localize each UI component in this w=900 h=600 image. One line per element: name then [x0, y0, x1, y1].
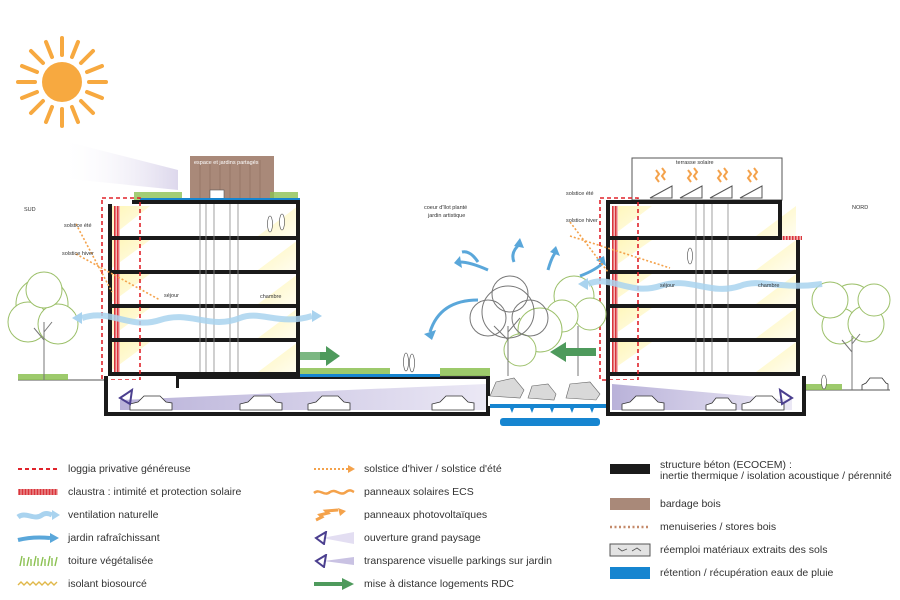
ventilation-wave-light-blue-icon	[16, 510, 60, 520]
rainwater-retention-blue-icon	[610, 567, 650, 579]
winter-solstice-label-right: solstice hiver	[566, 218, 598, 224]
wide-view-opening-icon	[314, 531, 354, 545]
left-building	[101, 156, 300, 381]
legend-label: bardage bois	[660, 497, 721, 510]
legend-label: ouverture grand paysage	[364, 531, 481, 544]
summer-solstice-label-right: solstice été	[566, 191, 594, 197]
living-label-left: séjour	[164, 293, 179, 299]
winter-solstice-label-left: solstice hiver	[62, 251, 94, 257]
solar-panels	[649, 185, 763, 199]
bedroom-label-right: chambre	[758, 283, 780, 289]
legend-label: mise à distance logements RDC	[364, 577, 514, 590]
concrete-structure-black-icon	[610, 464, 650, 474]
legend-label: loggia privative généreuse	[68, 462, 191, 475]
legend-item-wood-cladding: bardage bois	[608, 495, 721, 513]
wood-cladding-brown-icon	[610, 498, 650, 510]
north-label: NORD	[852, 205, 869, 211]
legend-label: isolant biosourcé	[68, 577, 147, 590]
legend-label: solstice d'hiver / solstice d'été	[364, 462, 502, 475]
wood-joinery-dotted-icon	[610, 525, 650, 529]
photovoltaic-arrow-icon	[315, 508, 346, 522]
claustra-right	[612, 206, 618, 372]
parking-transparency-icon	[314, 554, 354, 568]
section-svg	[7, 36, 891, 426]
solstice-arrows	[75, 221, 671, 301]
south-label: SUD	[24, 207, 36, 213]
legend-label: réemploi matériaux extraits des sols	[660, 543, 828, 556]
legend-label-line2: inertie thermique / isolation acoustique…	[660, 470, 892, 482]
legend-label: structure béton (ECOCEM) :	[660, 459, 792, 471]
loggia-dashed-red-icon	[18, 468, 58, 470]
legend-label: panneaux solaires ECS	[364, 485, 474, 498]
sun-icon	[16, 36, 108, 128]
solar-panel-ecs-wave-icon	[313, 489, 355, 495]
legend-label: toiture végétalisée	[68, 554, 154, 567]
cooling-arrow-blue-icon	[17, 533, 59, 543]
legend-item-parking-transparency: transparence visuelle parkings sur jardi…	[312, 552, 552, 570]
bedroom-label-left: chambre	[260, 294, 282, 300]
green-roof-grass-icon	[19, 555, 58, 567]
legend-label: menuiseries / stores bois	[660, 520, 777, 533]
building-section-diagram: SUD NORD espace et jardins partagés terr…	[7, 36, 891, 426]
legend-item-ground-floor-distance: mise à distance logements RDC	[312, 575, 514, 593]
rainwater-basin	[500, 408, 600, 426]
summer-solstice-label-left: solstice été	[64, 223, 92, 229]
legend-item-loggia: loggia privative généreuse	[16, 460, 191, 478]
legend-label: claustra : intimité et protection solair…	[68, 485, 242, 498]
claustra-left	[114, 206, 120, 372]
reused-soil-rocks	[489, 377, 601, 401]
legend-item-cooling-garden: jardin rafraîchissant	[16, 529, 160, 547]
solstice-dotted-arrow-icon	[314, 465, 355, 473]
claustra-red-band-icon	[18, 489, 58, 495]
underground-parking	[18, 375, 890, 426]
green-double-arrow-icon	[314, 578, 354, 590]
legend-label: rétention / récupération eaux de pluie	[660, 566, 834, 579]
right-building	[599, 157, 802, 381]
legend-item-green-roof: toiture végétalisée	[16, 552, 153, 570]
legend-item-biosourced-insulation: isolant biosourcé	[16, 575, 147, 593]
legend-item-claustra: claustra : intimité et protection solair…	[16, 483, 241, 501]
legend-item-wood-joinery: menuiseries / stores bois	[608, 518, 776, 536]
ventilation-waves	[80, 278, 823, 326]
living-label-right: séjour	[660, 283, 675, 289]
legend-label: ventilation naturelle	[68, 508, 159, 521]
legend-item-solar-ecs: panneaux solaires ECS	[312, 483, 474, 501]
trees	[7, 271, 891, 390]
courtyard-label-line2: jardin artistique	[428, 213, 466, 219]
legend-item-rainwater: rétention / récupération eaux de pluie	[608, 564, 833, 582]
legend-label: transparence visuelle parkings sur jardi…	[364, 554, 552, 567]
parking-transparency-icon	[118, 387, 794, 406]
legend-item-concrete: structure béton (ECOCEM) : inertie therm…	[608, 460, 892, 486]
legend-item-ventilation: ventilation naturelle	[16, 506, 158, 524]
reused-soil-materials-icon	[609, 543, 651, 557]
legend-item-reused-materials: réemploi matériaux extraits des sols	[608, 541, 827, 559]
roof-view-cone	[60, 140, 178, 190]
solar-terrace-label: terrasse solaire	[676, 160, 714, 166]
biosourced-insulation-zigzag-icon	[17, 581, 58, 586]
courtyard-label-line1: coeur d'îlot planté	[424, 205, 468, 211]
legend: loggia privative généreuse claustra : in…	[0, 456, 900, 600]
legend-item-photovoltaic: panneaux photovoltaïques	[312, 506, 487, 524]
legend-item-solstice: solstice d'hiver / solstice d'été	[312, 460, 502, 478]
legend-label: jardin rafraîchissant	[68, 531, 160, 544]
legend-item-wide-view: ouverture grand paysage	[312, 529, 481, 547]
legend-label: panneaux photovoltaïques	[364, 508, 488, 521]
shared-garden-label: espace et jardins partagés	[194, 160, 259, 166]
